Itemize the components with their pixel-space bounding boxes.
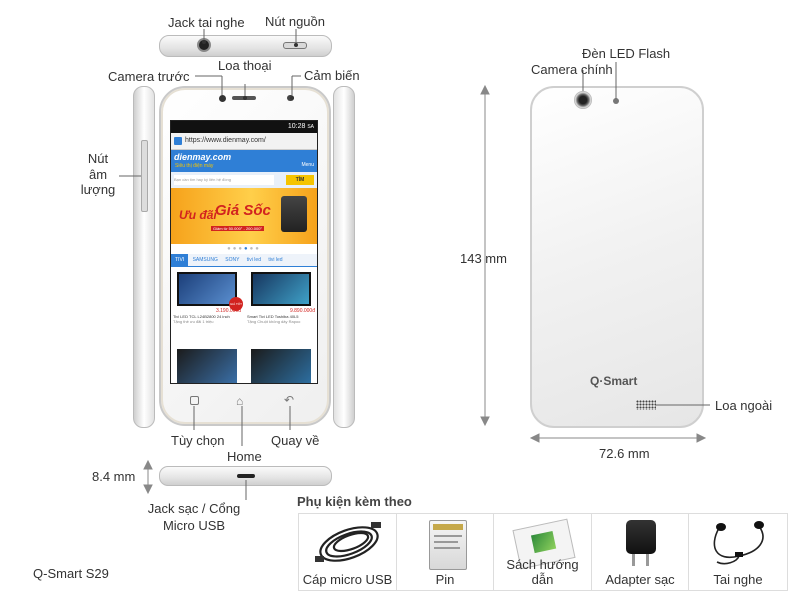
thickness-label: 8.4 mm [92, 469, 136, 484]
accessory-item: Sách hướng dẫn [493, 513, 592, 591]
product-grid: 3.190.000đ Tivi LED TCL L24B2800 24 inch… [171, 267, 317, 383]
power-button-label: Nút nguồn [265, 14, 325, 29]
width-label: 72.6 mm [599, 446, 650, 461]
sensor-label: Cảm biến [304, 68, 360, 83]
product-price: 9.890.000đ [289, 308, 315, 314]
promo-banner[interactable]: Ưu đãi Giá Sốc Giảm từ 50.000° - 200.000… [171, 188, 317, 244]
earphones-icon [713, 521, 764, 565]
tab-tivi-led-1[interactable]: tivi led [246, 257, 261, 263]
banner-products-icon [281, 196, 307, 232]
charger-pin [632, 554, 635, 566]
home-key-icon[interactable]: ⌂ [236, 394, 244, 408]
product-price: 3.190.000đ [215, 308, 241, 314]
phone-left-side [133, 86, 155, 428]
headphone-jack-label: Jack tai nghe [168, 15, 245, 30]
price-badge: GIÁ TỐT [229, 297, 243, 311]
search-button[interactable]: TÌM [286, 175, 314, 185]
volume-button-icon [141, 140, 148, 212]
search-row: Bạn cần tìm hay ký liên hệ đồng TÌM [171, 172, 317, 188]
tab-tivi-led-2[interactable]: tivi led [268, 257, 283, 263]
main-camera-icon [574, 91, 592, 109]
tv-image-icon [251, 272, 311, 306]
led-flash-label: Đèn LED Flash [582, 46, 671, 61]
front-camera-label: Camera trước [108, 69, 190, 84]
charger-icon [626, 520, 656, 554]
site-header: dienmay.com Siêu thị điện máy Menu [171, 150, 317, 172]
brand-logo: Q·Smart [590, 374, 638, 388]
status-bar: 10:28 SA [171, 121, 317, 133]
usb-port-icon [237, 474, 255, 478]
height-label: 143 mm [460, 251, 507, 266]
banner-line2: Giá Sốc [215, 202, 271, 219]
earpiece-label: Loa thoại [218, 58, 272, 73]
accessory-name: Pin [435, 572, 455, 587]
url-text: https://www.dienmay.com/ [185, 137, 266, 144]
accessory-item: Adapter sạc [591, 513, 689, 591]
model-name: Q-Smart S29 [33, 566, 109, 581]
search-input[interactable]: Bạn cần tìm hay ký liên hệ đồng [174, 175, 274, 185]
volume-label-line1: Nút [87, 151, 109, 166]
accessory-item: Pin [396, 513, 494, 591]
loudspeaker-grille-icon [636, 400, 656, 410]
category-tabs: TIVI SAMSUNG SONY tivi led tivi led [171, 254, 317, 267]
charger-pin [646, 554, 649, 566]
menu-button[interactable]: Menu [301, 162, 314, 168]
status-time: 10:28 [287, 123, 306, 130]
banner-small: Giảm từ 50.000° - 200.000° [211, 226, 265, 231]
tv-image-icon [251, 349, 311, 383]
phone-screen: 10:28 SA https://www.dienmay.com/ dienma… [170, 120, 318, 384]
accessory-name: Sách hướng dẫn [506, 557, 579, 587]
options-key-icon[interactable] [190, 396, 199, 405]
status-ampm: SA [307, 124, 314, 130]
charging-port-label-line1: Jack sạc / Cổng [147, 501, 241, 516]
product-name: Tivi LED TCL L24B2800 24 inch [173, 314, 230, 319]
accessory-name: Tai nghe [713, 572, 763, 587]
volume-label-line2: âm [88, 167, 108, 182]
accessory-item: Cáp micro USB [298, 513, 397, 591]
accessory-item: Tai nghe [688, 513, 788, 591]
charging-port-label-line2: Micro USB [162, 518, 226, 533]
browser-icon [174, 137, 182, 145]
accessory-name: Adapter sạc [605, 572, 675, 587]
loudspeaker-label: Loa ngoài [715, 398, 773, 413]
banner-line1: Ưu đãi [179, 208, 217, 222]
product-note: Tặng thẻ ưu đãi 1 triệu [173, 319, 214, 324]
address-bar[interactable]: https://www.dienmay.com/ [171, 133, 317, 150]
phone-right-side [333, 86, 355, 428]
tv-image-icon [177, 349, 237, 383]
accessories-title: Phụ kiện kèm theo [297, 494, 412, 509]
home-label: Home [227, 449, 262, 464]
product-card[interactable]: 9.890.000đ Smart Tivi LED Toshiba 40L5 T… [247, 270, 315, 346]
product-card[interactable]: 3.190.000đ Tivi LED TCL L24B2800 24 inch… [173, 270, 241, 346]
battery-icon [429, 520, 467, 570]
phone-back [530, 86, 704, 428]
product-note: Tặng Chuột không dây Rapoo [247, 319, 301, 324]
site-logo-sub: Siêu thị điện máy [175, 163, 214, 169]
tab-sony[interactable]: SONY [225, 257, 240, 263]
product-name: Smart Tivi LED Toshiba 40L5 [247, 314, 299, 319]
tab-tivi[interactable]: TIVI [171, 254, 189, 266]
accessory-name: Cáp micro USB [302, 572, 393, 587]
options-label: Tùy chọn [171, 433, 225, 448]
volume-label-line3: lượng [80, 182, 116, 197]
back-key-icon[interactable]: ↶ [284, 393, 295, 407]
tab-samsung[interactable]: SAMSUNG [192, 257, 218, 263]
tv-image-icon [177, 272, 237, 306]
carousel-dots: ●●●●●● [227, 246, 261, 252]
led-flash-icon [613, 98, 619, 104]
back-label: Quay về [271, 433, 320, 448]
main-camera-label: Camera chính [531, 62, 613, 77]
usb-cable-icon [315, 522, 381, 562]
site-logo[interactable]: dienmay.com [174, 152, 232, 162]
